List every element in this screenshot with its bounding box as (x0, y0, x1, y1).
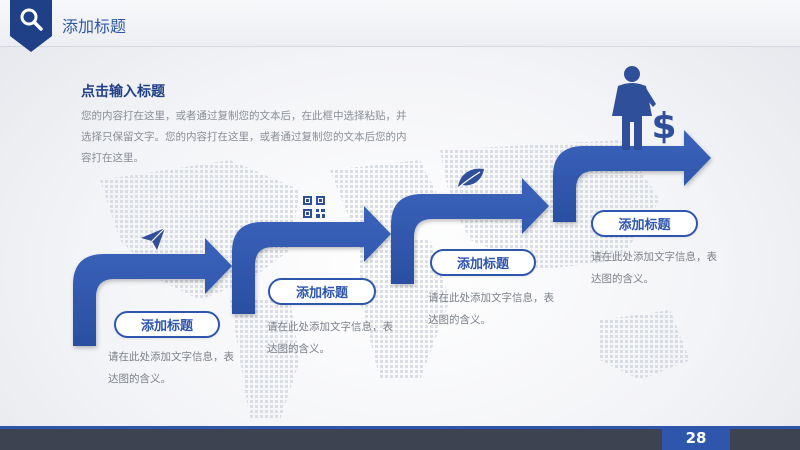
step-arrow-3 (391, 178, 549, 284)
leaf-icon (457, 168, 484, 189)
step-arrow-4 (553, 130, 711, 222)
intro-body: 您的内容打在这里，或者通过复制您的文本后，在此框中选择粘贴，并选择只保留文字。您… (81, 110, 407, 164)
step-1-description: 请在此处添加文字信息，表达图的含义。 (108, 351, 234, 385)
footer-accent-line (0, 426, 800, 429)
qr-code-icon (303, 196, 325, 218)
search-badge-icon (10, 0, 52, 52)
intro-title: 点击输入标题 (81, 84, 165, 100)
svg-text:$: $ (651, 106, 676, 147)
step-4-description: 请在此处添加文字信息，表达图的含义。 (591, 251, 717, 285)
header-bar (0, 0, 800, 46)
step-4-title-button[interactable]: 添加标题 (591, 210, 698, 237)
step-arrow-2 (232, 206, 391, 314)
step-2-title-button[interactable]: 添加标题 (268, 278, 376, 305)
header-divider (0, 46, 800, 47)
header-title: 添加标题 (62, 17, 127, 36)
page-number: 28 (662, 426, 730, 450)
paper-plane-icon (141, 227, 166, 250)
step-arrow-1 (73, 238, 232, 346)
step-3-title-button[interactable]: 添加标题 (430, 249, 536, 276)
step-3-description: 请在此处添加文字信息，表达图的含义。 (428, 292, 554, 326)
businessman-dollar-icon: $ (612, 66, 676, 150)
step-1-title-button[interactable]: 添加标题 (114, 311, 220, 338)
step-2-description: 请在此处添加文字信息，表达图的含义。 (267, 321, 393, 355)
